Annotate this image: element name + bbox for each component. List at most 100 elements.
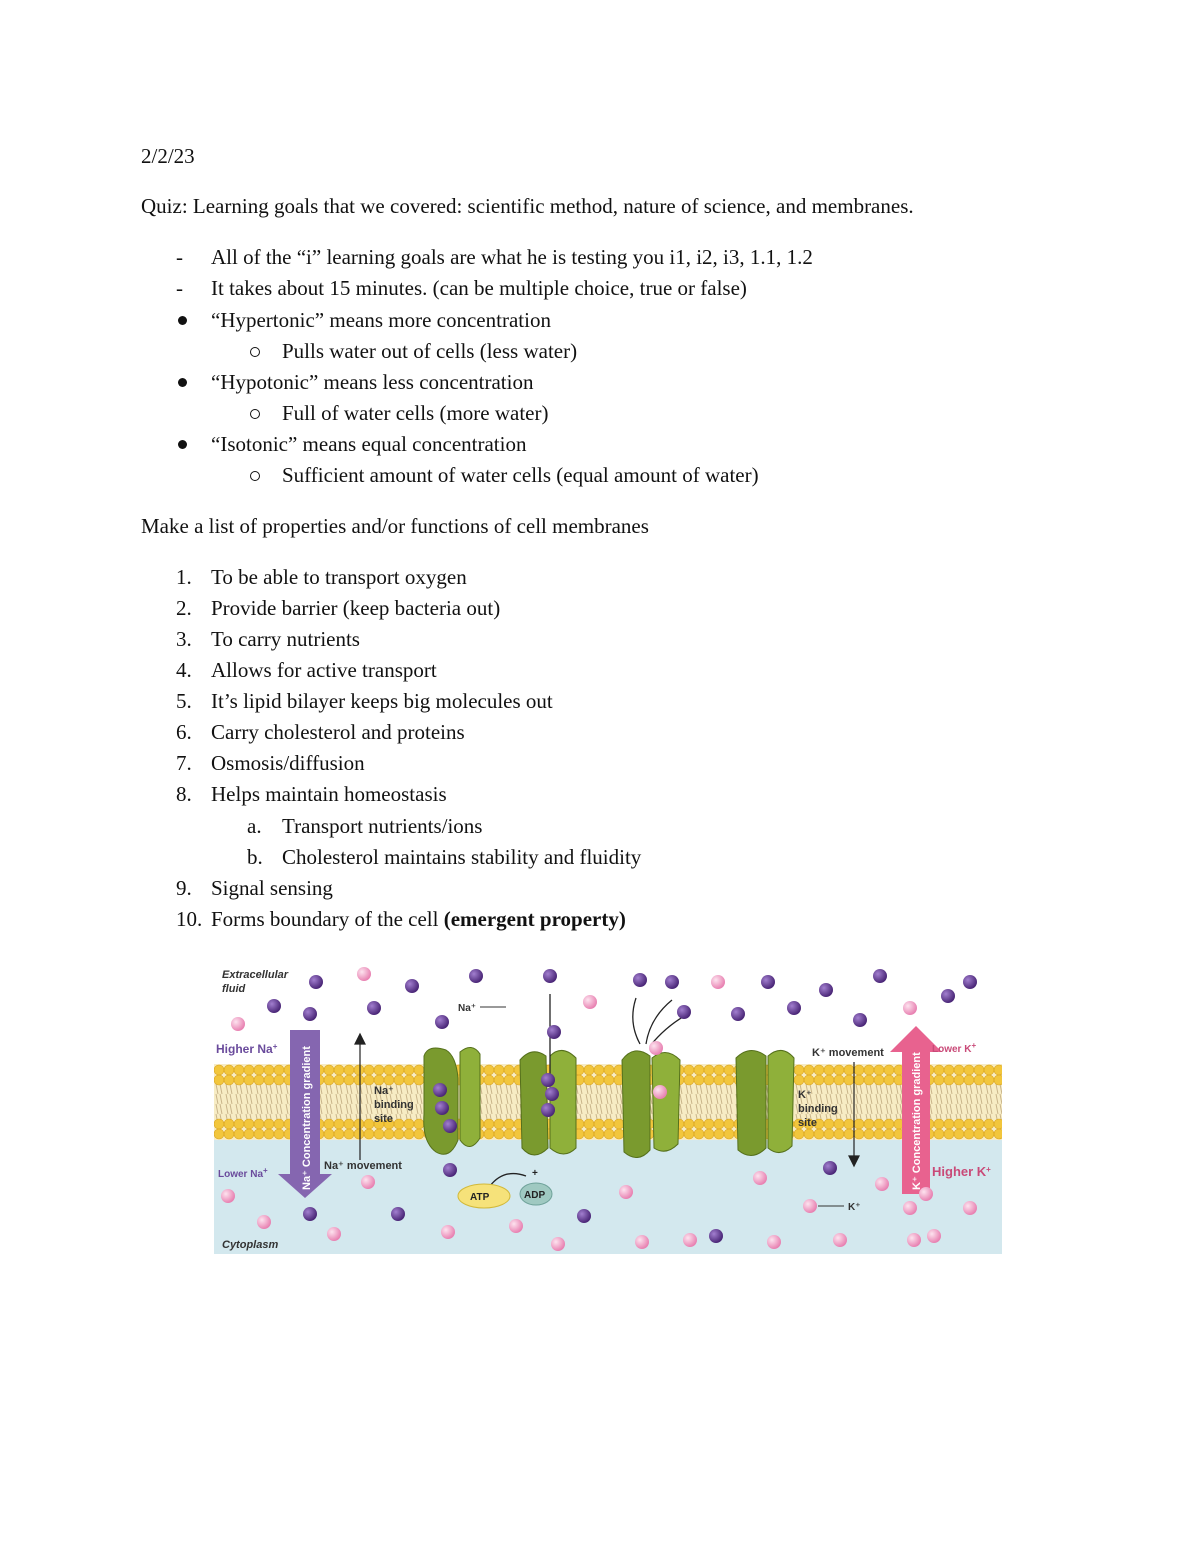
- lipid-head: [983, 1074, 995, 1086]
- lipid-head: [953, 1074, 965, 1086]
- na-ion-label: Na⁺: [458, 1003, 476, 1014]
- potassium-ion: [649, 1041, 663, 1055]
- lipid-head: [803, 1064, 815, 1076]
- function-item: To carry nutrients: [211, 627, 360, 651]
- lipid-head: [703, 1128, 715, 1140]
- k-gradient-label: K⁺ Concentration gradient: [911, 1052, 923, 1190]
- potassium-ion: [875, 1177, 889, 1191]
- lipid-head: [223, 1128, 235, 1140]
- lipid-head: [333, 1128, 345, 1140]
- lipid-head: [403, 1118, 415, 1130]
- lipid-head: [503, 1118, 515, 1130]
- sodium-ion: [267, 999, 281, 1013]
- potassium-ion: [711, 975, 725, 989]
- quiz-line: Quiz: Learning goals that we covered: sc…: [141, 194, 914, 218]
- lipid-head: [273, 1128, 285, 1140]
- sodium-ion: [443, 1119, 457, 1133]
- lipid-head: [823, 1128, 835, 1140]
- na-binding-label-3: site: [374, 1113, 393, 1125]
- lipid-head: [343, 1064, 355, 1076]
- k-movement-arrow: [848, 1062, 860, 1168]
- sodium-ion: [541, 1103, 555, 1117]
- sodium-ion: [541, 1073, 555, 1087]
- lipid-head: [683, 1074, 695, 1086]
- lipid-head: [253, 1064, 265, 1076]
- lipid-head: [593, 1128, 605, 1140]
- sodium-ion: [469, 969, 483, 983]
- lipid-head: [363, 1118, 375, 1130]
- lipid-head: [853, 1128, 865, 1140]
- potassium-ion: [327, 1227, 341, 1241]
- lipid-head: [503, 1074, 515, 1086]
- potassium-ion: [803, 1199, 817, 1213]
- potassium-ion: [361, 1175, 375, 1189]
- function-item: It’s lipid bilayer keeps big molecules o…: [211, 689, 553, 713]
- lipid-head: [373, 1074, 385, 1086]
- lipid-head: [413, 1064, 425, 1076]
- potassium-ion: [963, 1201, 977, 1215]
- lipid-head: [833, 1118, 845, 1130]
- pump-protein-3: [621, 1050, 681, 1158]
- sodium-ion: [367, 1001, 381, 1015]
- lipid-head: [483, 1128, 495, 1140]
- lipid-head: [803, 1128, 815, 1140]
- lipid-head: [583, 1064, 595, 1076]
- lipid-head: [343, 1074, 355, 1086]
- sodium-ion: [543, 969, 557, 983]
- lipid-head: [953, 1064, 965, 1076]
- lipid-head: [613, 1118, 625, 1130]
- term-item: “Isotonic” means equal concentration: [211, 432, 527, 456]
- lipid-head: [843, 1064, 855, 1076]
- lipid-head: [693, 1128, 705, 1140]
- lipid-head: [403, 1128, 415, 1140]
- sodium-ion: [731, 1007, 745, 1021]
- list-heading: Make a list of properties and/or functio…: [141, 514, 649, 538]
- adp-label: ADP: [524, 1190, 545, 1201]
- lipid-head: [863, 1074, 875, 1086]
- function-item: Carry cholesterol and proteins: [211, 720, 465, 744]
- lipid-head: [253, 1074, 265, 1086]
- potassium-ion: [509, 1219, 523, 1233]
- lipid-head: [873, 1128, 885, 1140]
- lipid-head: [393, 1074, 405, 1086]
- lipid-head: [343, 1118, 355, 1130]
- lipid-head: [973, 1118, 985, 1130]
- lipid-head: [973, 1128, 985, 1140]
- lipid-head: [273, 1064, 285, 1076]
- lipid-head: [823, 1118, 835, 1130]
- sodium-ion: [435, 1101, 449, 1115]
- lipid-head: [603, 1074, 615, 1086]
- lipid-head: [723, 1074, 735, 1086]
- function-item: Provide barrier (keep bacteria out): [211, 596, 501, 620]
- term-subitem: Pulls water out of cells (less water): [282, 339, 578, 363]
- lipid-head: [353, 1118, 365, 1130]
- potassium-ion: [903, 1001, 917, 1015]
- na-movement-arrow: [354, 1032, 366, 1160]
- lipid-head: [333, 1064, 345, 1076]
- lipid-head: [403, 1064, 415, 1076]
- term-item: “Hypertonic” means more concentration: [211, 308, 551, 332]
- lipid-head: [383, 1128, 395, 1140]
- lipid-head: [353, 1128, 365, 1140]
- list-number: 4.: [176, 658, 192, 682]
- lipid-head: [323, 1118, 335, 1130]
- bullet-icon: [178, 440, 187, 449]
- lipid-head: [593, 1118, 605, 1130]
- lipid-head: [833, 1074, 845, 1086]
- lipid-head: [863, 1128, 875, 1140]
- sodium-ion: [303, 1207, 317, 1221]
- potassium-ion: [221, 1189, 235, 1203]
- lipid-head: [383, 1074, 395, 1086]
- extracellular-label: Extracellular: [222, 969, 289, 981]
- lipid-head: [883, 1118, 895, 1130]
- lipid-head: [373, 1128, 385, 1140]
- lipid-head: [943, 1074, 955, 1086]
- lipid-head: [993, 1074, 1002, 1086]
- sodium-ion: [941, 989, 955, 1003]
- na-gradient-arrow: Na⁺ Concentration gradient: [278, 1030, 332, 1198]
- lipid-head: [883, 1064, 895, 1076]
- lipid-head: [933, 1118, 945, 1130]
- lipid-head: [413, 1128, 425, 1140]
- sodium-potassium-pump-diagram: Na⁺ Concentration gradient K⁺ Concentrat…: [214, 964, 1002, 1254]
- lipid-head: [823, 1064, 835, 1076]
